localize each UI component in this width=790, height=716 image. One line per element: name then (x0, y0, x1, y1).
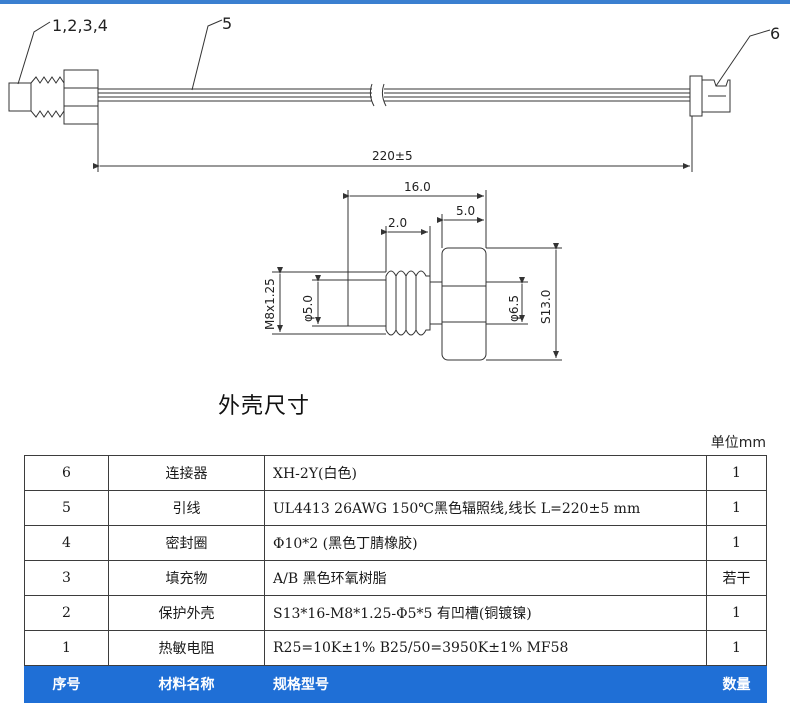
callout-part-6: 6 (770, 24, 780, 43)
cell-spec: XH-2Y(白色) (264, 455, 707, 491)
table-header-row: 序号 材料名称 规格型号 数量 (24, 665, 767, 703)
callout-leaders (17, 19, 771, 91)
cell-qty: 1 (706, 455, 767, 491)
callout-part-5: 5 (222, 14, 232, 33)
header-no: 序号 (24, 665, 109, 703)
cell-qty: 若干 (706, 560, 767, 596)
dim-hex-length: 5.0 (456, 204, 475, 218)
header-spec: 规格型号 (264, 665, 707, 703)
cell-spec: UL4413 26AWG 150℃黑色辐照线,线长 L=220±5 mm (264, 490, 707, 526)
cell-name: 连接器 (108, 455, 265, 491)
table-row: 2 保护外壳 S13*16-M8*1.25-Φ5*5 有凹槽(铜镀镍) 1 (24, 595, 767, 631)
table-row: 5 引线 UL4413 26AWG 150℃黑色辐照线,线长 L=220±5 m… (24, 490, 767, 526)
cell-no: 4 (24, 525, 109, 561)
hex-head (63, 69, 99, 125)
cell-spec: S13*16-M8*1.25-Φ5*5 有凹槽(铜镀镍) (264, 595, 707, 631)
top-accent-bar (0, 0, 790, 4)
assembly-view (8, 69, 731, 125)
cell-no: 2 (24, 595, 109, 631)
cell-no: 6 (24, 455, 109, 491)
technical-drawing: 1,2,3,4 5 6 220±5 (8, 14, 780, 361)
cell-qty: 1 (706, 490, 767, 526)
cell-name: 引线 (108, 490, 265, 526)
callout-parts-1-4: 1,2,3,4 (52, 16, 108, 35)
connector-body (701, 79, 731, 113)
section-title: 外壳尺寸 (218, 394, 311, 419)
cable-break-right (381, 83, 387, 107)
cell-qty: 1 (706, 525, 767, 561)
dim-tip-diameter: φ5.0 (301, 295, 315, 322)
header-name: 材料名称 (108, 665, 265, 703)
table-row: 4 密封圈 Φ10*2 (黑色丁腈橡胶) 1 (24, 525, 767, 561)
table-row: 6 连接器 XH-2Y(白色) 1 (24, 455, 767, 491)
dim-hex-size: S13.0 (539, 290, 553, 324)
connector-latch (689, 75, 703, 117)
probe-tip (8, 82, 32, 112)
dim-step-length: 2.0 (388, 216, 407, 230)
overall-length-dimension (93, 116, 693, 172)
dim-thread: M8x1.25 (263, 278, 277, 330)
cell-no: 5 (24, 490, 109, 526)
cell-name: 热敏电阻 (108, 630, 265, 666)
shell-hex (441, 247, 487, 361)
cell-no: 3 (24, 560, 109, 596)
cell-name: 保护外壳 (108, 595, 265, 631)
dim-bore-diameter: φ6.5 (507, 295, 521, 322)
dim-body-length: 16.0 (404, 180, 431, 194)
shell-tip (347, 279, 387, 327)
shell-dimensions (272, 190, 562, 361)
cell-spec: Φ10*2 (黑色丁腈橡胶) (264, 525, 707, 561)
table-row: 3 填充物 A/B 黑色环氧树脂 若干 (24, 560, 767, 596)
cell-qty: 1 (706, 630, 767, 666)
shell-thread (385, 270, 431, 336)
overall-length-label: 220±5 (372, 149, 413, 163)
header-qty: 数量 (706, 665, 767, 703)
cable-break-left (369, 83, 375, 107)
cell-name: 填充物 (108, 560, 265, 596)
cell-spec: R25=10K±1% B25/50=3950K±1% MF58 (264, 630, 707, 666)
shell-view (347, 247, 487, 361)
bill-of-materials-table: 6 连接器 XH-2Y(白色) 1 5 引线 UL4413 26AWG 150℃… (24, 455, 767, 703)
cell-no: 1 (24, 630, 109, 666)
cell-spec: A/B 黑色环氧树脂 (264, 560, 707, 596)
cell-qty: 1 (706, 595, 767, 631)
unit-label: 单位mm (710, 435, 766, 451)
thread-profile (30, 76, 65, 118)
cell-name: 密封圈 (108, 525, 265, 561)
table-row: 1 热敏电阻 R25=10K±1% B25/50=3950K±1% MF58 1 (24, 630, 767, 666)
